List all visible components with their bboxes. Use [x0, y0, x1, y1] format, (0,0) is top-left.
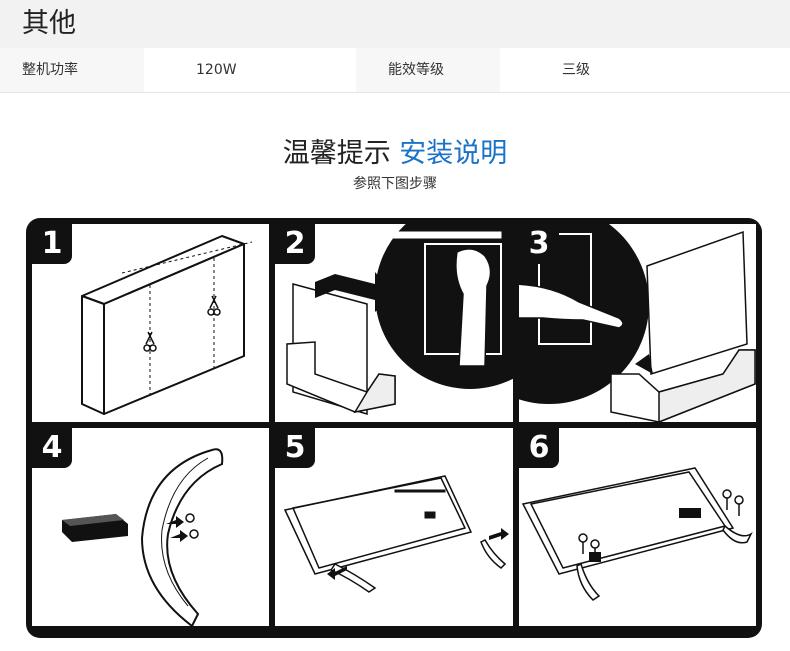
- spec-row: 整机功率 120W 能效等级 三级: [0, 48, 790, 93]
- remove-tv-from-packaging-icon: [519, 224, 756, 422]
- tips-heading: 温馨提示 安装说明: [0, 134, 790, 174]
- lift-tv-out-of-foam-icon: [286, 224, 513, 416]
- spec-value-power: 120W: [144, 48, 356, 92]
- step-number: 6: [519, 428, 559, 468]
- step-panel-1: 1: [32, 224, 269, 422]
- step-panel-4: 4: [32, 428, 269, 626]
- place-tv-face-down-insert-legs-icon: [283, 475, 509, 593]
- step-panel-6: 6: [519, 428, 756, 626]
- step-number: 1: [32, 224, 72, 264]
- step-number: 5: [275, 428, 315, 468]
- step-panel-3: 3: [519, 224, 756, 422]
- tips-heading-accent: 安装说明: [399, 138, 508, 169]
- boxed-tv-with-scissors-icon: [81, 235, 253, 415]
- screw-stand-legs-to-tv-icon: [521, 467, 753, 601]
- tips-heading-main: 温馨提示: [282, 138, 391, 169]
- section-header: 其他: [0, 0, 790, 48]
- spec-label-energy: 能效等级: [356, 48, 500, 92]
- step-number: 4: [32, 428, 72, 468]
- step-panel-2: 2: [275, 224, 513, 422]
- step-number: 2: [275, 224, 315, 264]
- spec-label-power: 整机功率: [0, 48, 144, 92]
- attach-bracket-to-stand-leg-icon: [62, 448, 224, 626]
- tips-subtitle: 参照下图步骤: [353, 176, 437, 192]
- spec-value-energy: 三级: [500, 48, 790, 92]
- step-panel-5: 5: [275, 428, 513, 626]
- installation-steps-frame: 1 2: [26, 218, 762, 638]
- section-title: 其他: [22, 8, 76, 39]
- step-number: 3: [519, 224, 559, 264]
